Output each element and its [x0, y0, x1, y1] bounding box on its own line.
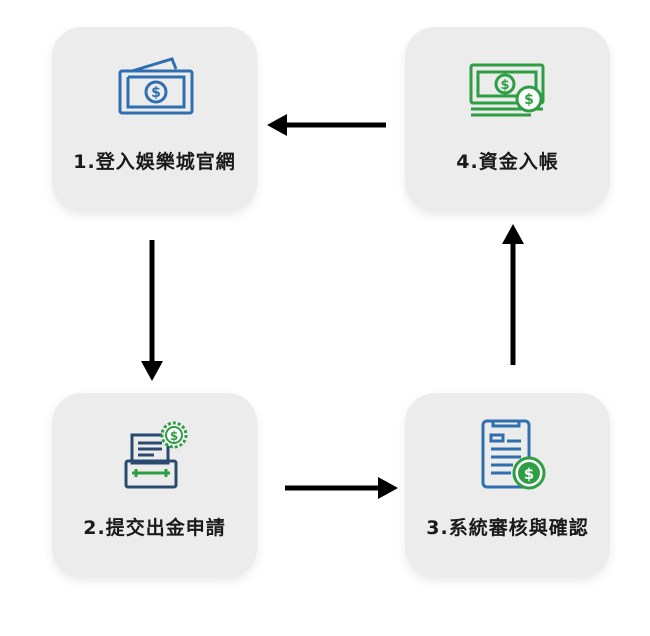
step-4-card: $ $ 4.資金入帳 [405, 27, 610, 212]
step-label: 4.資金入帳 [456, 151, 559, 173]
svg-text:$: $ [500, 78, 509, 93]
arrow-up [502, 224, 524, 365]
svg-text:$: $ [151, 85, 161, 101]
svg-text:$: $ [169, 429, 177, 443]
step-3-card: $ 3.系統審核與確認 [405, 393, 610, 578]
arrow-left [267, 114, 386, 136]
step-label: 1.登入娛樂城官網 [73, 151, 236, 173]
document-dollar-icon: $ [481, 419, 545, 490]
step-1-card: $ 1.登入娛樂城官網 [52, 27, 257, 212]
step-label: 2.提交出金申請 [83, 517, 226, 539]
step-label: 3.系統審核與確認 [426, 517, 589, 539]
cash-bill-icon: $ [118, 57, 193, 115]
arrow-down [141, 240, 163, 381]
svg-text:$: $ [524, 92, 534, 108]
step-2-card: $ 2.提交出金申請 [52, 393, 257, 578]
arrow-right [285, 477, 398, 499]
svg-text:$: $ [523, 465, 533, 483]
cash-register-icon: $ [124, 421, 187, 489]
money-stack-icon: $ $ [469, 63, 544, 117]
